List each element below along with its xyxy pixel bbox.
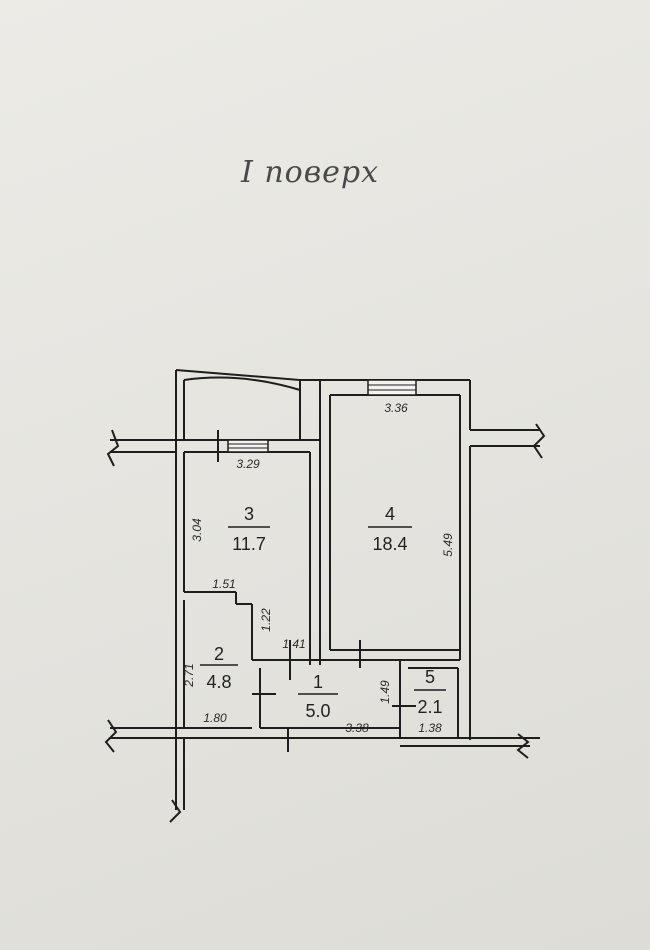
dim-room5-height: 1.49 xyxy=(378,680,392,704)
room-4-number: 4 xyxy=(385,504,395,524)
room-3-number: 3 xyxy=(244,504,254,524)
window-room-4 xyxy=(367,379,417,396)
page-title: I поверх xyxy=(240,155,380,190)
room-3-area: 11.7 xyxy=(232,534,266,554)
room-label-bars xyxy=(200,526,446,695)
dim-corridor-short: 1.41 xyxy=(282,637,305,651)
dim-room2-width: 1.80 xyxy=(203,711,227,725)
dim-room5-width: 1.38 xyxy=(418,721,442,735)
room-5-area: 2.1 xyxy=(417,697,442,717)
break-symbols xyxy=(104,423,546,823)
dim-room4-width: 3.36 xyxy=(384,401,408,415)
room-2-area: 4.8 xyxy=(206,672,231,692)
room-1-area: 5.0 xyxy=(305,701,330,721)
room-5-number: 5 xyxy=(425,667,435,687)
dim-room1-width: 3.38 xyxy=(345,721,369,735)
room-2-number: 2 xyxy=(214,644,224,664)
room-4-area: 18.4 xyxy=(372,534,407,554)
dim-room3-step-width: 1.51 xyxy=(212,577,235,591)
dim-room4-height: 5.49 xyxy=(441,533,455,557)
walls xyxy=(110,369,540,810)
dim-room2-height: 2.71 xyxy=(182,663,196,687)
room-1-number: 1 xyxy=(313,672,323,692)
dim-room3-width: 3.29 xyxy=(236,457,260,471)
dim-room3-height: 3.04 xyxy=(190,518,204,542)
dim-room3-step-height: 1.22 xyxy=(259,608,273,632)
window-room-3 xyxy=(227,439,269,453)
